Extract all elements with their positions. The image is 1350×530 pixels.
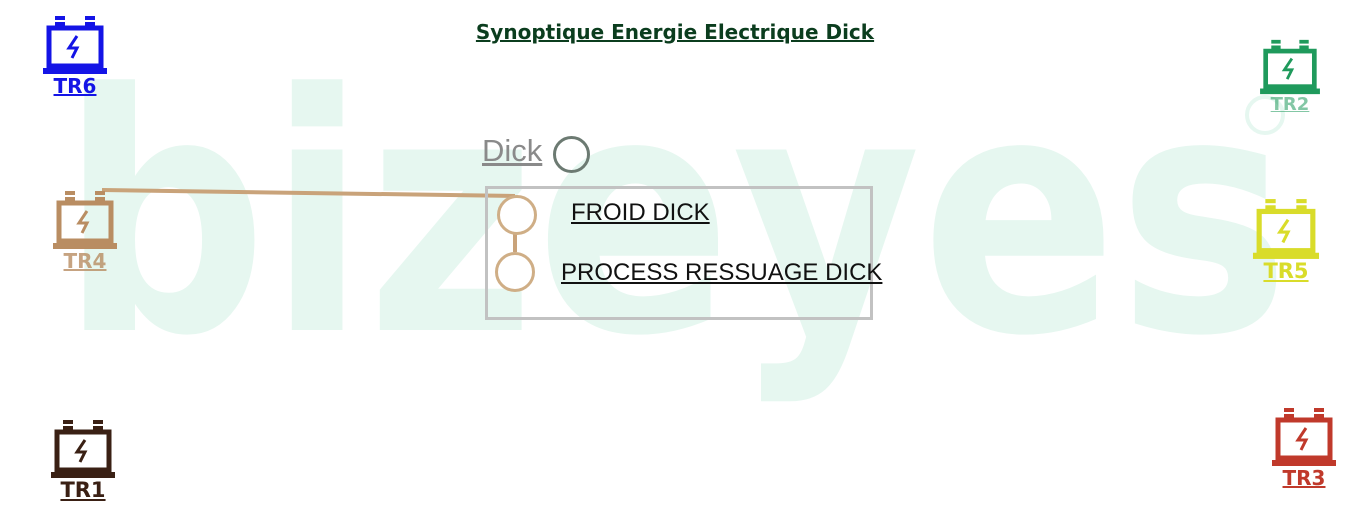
transformer-lightning-icon — [1272, 408, 1336, 466]
transformer-tr4[interactable]: TR4 — [47, 189, 123, 271]
transformer-lightning-icon — [1260, 39, 1320, 95]
transformer-tr3[interactable]: TR3 — [1268, 406, 1340, 488]
tr4-to-froid-connector — [101, 188, 516, 198]
page-title: Synoptique Energie Electrique Dick — [475, 20, 875, 44]
transformer-lightning-icon — [43, 16, 107, 74]
transformer-lightning-icon — [53, 191, 117, 249]
group-box-dick — [485, 186, 873, 320]
transformer-tr6[interactable]: TR6 — [40, 14, 110, 96]
transformer-tr2[interactable]: TR2 — [1256, 38, 1324, 114]
node-label-process-ressuage-dick[interactable]: PROCESS RESSUAGE DICK — [561, 259, 883, 286]
transformer-label: TR2 — [1270, 94, 1310, 115]
transformer-tr1[interactable]: TR1 — [44, 418, 122, 501]
node-label-froid-dick[interactable]: FROID DICK — [571, 199, 710, 226]
group-status-circle[interactable] — [553, 136, 590, 173]
node-status-froid-dick[interactable] — [497, 195, 537, 235]
transformer-label: TR6 — [53, 74, 97, 98]
transformer-lightning-icon — [1252, 199, 1320, 259]
transformer-label: TR4 — [63, 249, 107, 273]
transformer-label: TR3 — [1282, 466, 1326, 490]
group-label-dick[interactable]: Dick — [482, 133, 543, 168]
node-status-process-ressuage-dick[interactable] — [495, 252, 535, 292]
transformer-tr5[interactable]: TR5 — [1247, 197, 1325, 282]
transformer-lightning-icon — [51, 420, 115, 478]
transformer-label: TR1 — [60, 478, 106, 502]
transformer-label: TR5 — [1263, 259, 1309, 283]
